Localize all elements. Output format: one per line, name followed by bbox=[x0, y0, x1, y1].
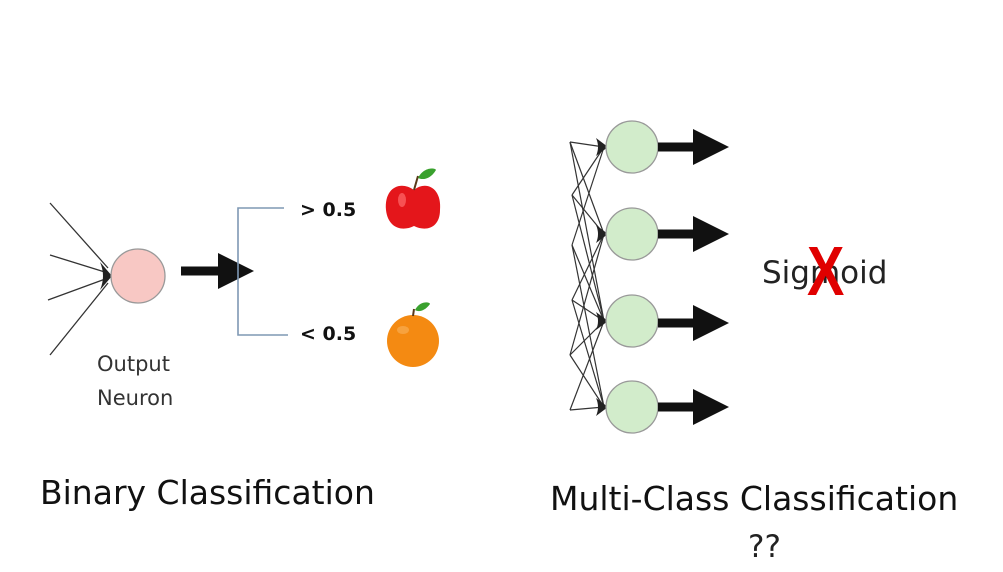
binary-classification-title: Binary Classification bbox=[40, 473, 375, 512]
threshold-low-label: < 0.5 bbox=[300, 323, 357, 345]
multiclass-neuron-4 bbox=[596, 380, 729, 434]
output-neuron-label: Output Neuron bbox=[97, 347, 173, 415]
apple-icon bbox=[385, 168, 441, 229]
output-neuron-label-line2: Neuron bbox=[97, 386, 174, 410]
threshold-high-label: > 0.5 bbox=[300, 199, 357, 221]
multiclass-input-lines bbox=[569, 141, 605, 411]
multiclass-neuron-1 bbox=[596, 120, 729, 174]
multiclass-question-marks: ?? bbox=[748, 529, 781, 565]
multiclass-neuron-3 bbox=[596, 294, 729, 348]
output-neuron bbox=[110, 248, 166, 304]
output-neuron-label-line1: Output bbox=[97, 352, 170, 376]
orange-icon bbox=[387, 302, 439, 367]
binary-input-arrowhead bbox=[100, 262, 112, 290]
binary-input-lines bbox=[47, 202, 109, 356]
multiclass-neuron-2 bbox=[596, 207, 729, 261]
sigmoid-label: Sigmoid bbox=[762, 255, 888, 291]
multiclass-classification-title: Multi-Class Classification bbox=[550, 479, 959, 518]
reject-x-mark: X bbox=[807, 232, 845, 310]
threshold-bracket bbox=[237, 207, 288, 336]
